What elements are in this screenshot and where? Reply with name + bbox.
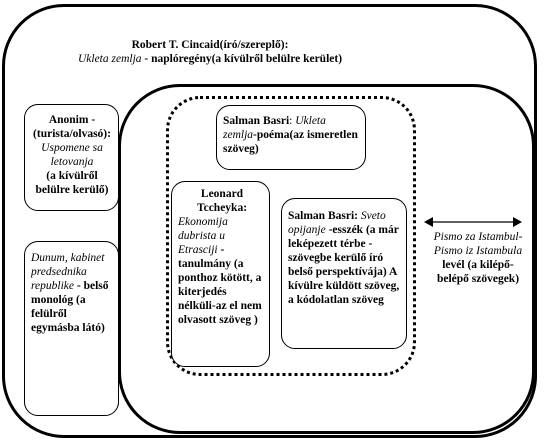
leonard-name: Leonard Tccheyka: [196, 188, 248, 214]
header-work-description: - naplóregény(a kívülről belülre kerület… [141, 53, 343, 65]
anonim-note: (a kívülről belülre kerülő) [35, 170, 109, 196]
leonard-work: Ekonomija dubrista u Etrasciji [178, 216, 228, 256]
header-work-title: Ukleta zemlja [77, 53, 142, 65]
anonim-work: Uspomene sa letovanja [41, 142, 103, 168]
leonard-description: - tanulmány (a ponthoz kötött, a kiterje… [178, 244, 262, 326]
dunum-box: Dunum, kabinet predsednika republike - b… [24, 241, 119, 416]
salman-poem-author: Salman Basri [223, 115, 290, 127]
salman-essays-work: Sveto opijanje [288, 210, 386, 236]
arrow-head-right [513, 217, 522, 227]
leonard-box: Leonard Tccheyka: Ekonomija dubrista u E… [171, 181, 270, 367]
pismo-work: Pismo za Istambul- Pismo iz Istambula [433, 231, 523, 257]
dunum-work: Dunum, kabinet predsednika republike [31, 252, 105, 292]
double-arrow [424, 217, 522, 227]
salman-poem-box: Salman Basri: Ukleta zemlja-poéma(az ism… [216, 105, 366, 170]
pismo-caption: Pismo za Istambul- Pismo iz Istambula le… [432, 230, 524, 286]
dotted-frame [166, 96, 416, 376]
salman-essays-author: Salman Basri: [288, 210, 358, 222]
anonim-name: Anonim - (turista/olvasó): [33, 114, 111, 140]
anonim-box: Anonim - (turista/olvasó): Uspomene sa l… [24, 104, 119, 211]
header-caption: Robert T. Cincaid(író/szereplő): Ukleta … [60, 38, 360, 66]
salman-poem-description: -poéma(az ismeretlen szöveg) [223, 129, 358, 155]
arrow-head-left [424, 217, 433, 227]
salman-poem-colon: : [289, 115, 296, 127]
dunum-description: - belső monológ (a felülről egymásba lát… [31, 280, 109, 334]
salman-poem-work: Ukleta zemlja [223, 115, 326, 141]
pismo-description: levél (a kilépő-belépő szövegek) [436, 259, 520, 285]
salman-essays-box: Salman Basri: Sveto opijanje -esszék (a … [281, 198, 407, 349]
header-author: Robert T. Cincaid(író/szereplő): [131, 39, 289, 51]
salman-essays-description: -esszék (a már leképezett térbe -szövegb… [288, 224, 400, 306]
